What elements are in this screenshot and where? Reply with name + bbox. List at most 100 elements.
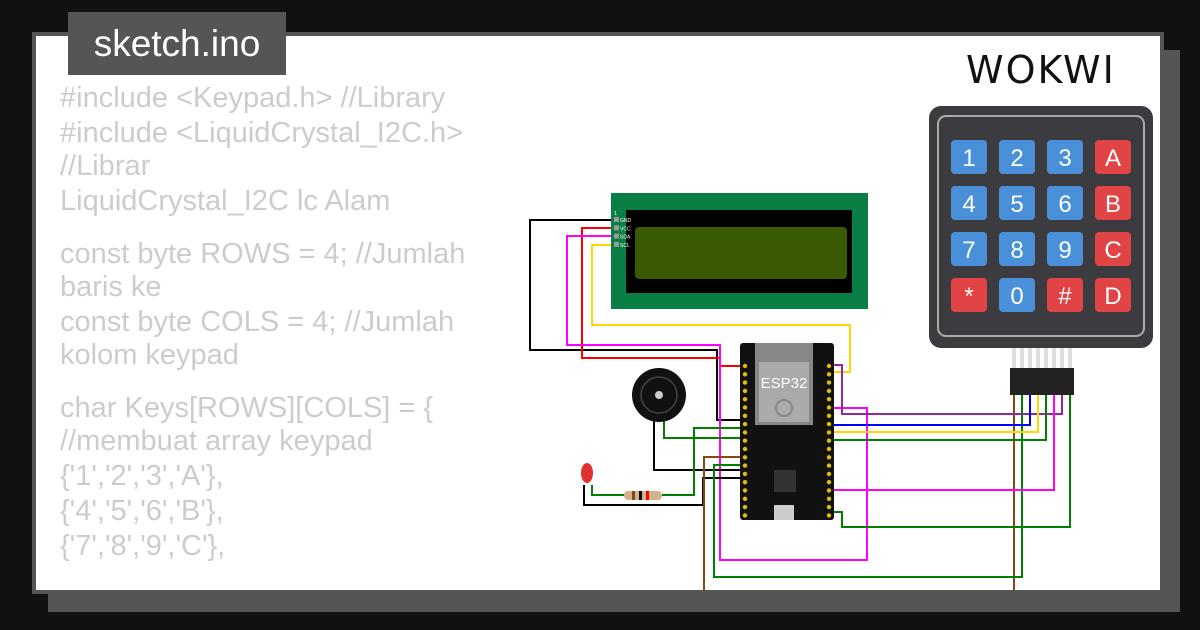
esp32-pin [742, 421, 748, 427]
lcd-pin-label: VCC [620, 226, 631, 232]
keypad-key-label: 3 [1058, 145, 1071, 172]
resistor-band [646, 491, 649, 500]
keypad-key-label: C [1104, 237, 1121, 264]
esp32-pin [742, 363, 748, 369]
lcd-pin1-label: 1 [614, 211, 617, 217]
keypad-key [1047, 140, 1083, 174]
resistor-band [639, 491, 642, 500]
buzzer-center [655, 391, 663, 399]
wire [829, 395, 1071, 528]
keypad-key [999, 278, 1035, 312]
wire [591, 244, 851, 373]
keypad-key [999, 186, 1035, 220]
esp32-chip [774, 470, 796, 492]
esp32-pin [826, 488, 832, 493]
esp32-pin [742, 405, 748, 410]
code-line: #include <Keypad.h> //Library [60, 82, 446, 114]
keypad-key [951, 186, 987, 220]
keypad-key-label: 1 [962, 145, 975, 172]
esp32-pin [826, 463, 832, 468]
esp32-pin [742, 438, 748, 443]
keypad-key [1095, 232, 1131, 266]
code-line: #include <LiquidCrystal_I2C.h> //Librar [60, 117, 464, 182]
keypad-key-label: 4 [962, 191, 975, 218]
wire [829, 395, 1047, 441]
code-line: const byte COLS = 4; //Jumlah kolom keyp… [60, 306, 455, 371]
keypad-header [1010, 368, 1074, 395]
wire [829, 364, 1063, 415]
esp32-pin [826, 430, 832, 435]
keypad-ribbon-pin [1020, 348, 1024, 370]
esp32-pin [826, 480, 832, 485]
keypad-key-label: 8 [1010, 237, 1023, 264]
esp32-pin [742, 471, 748, 477]
keypad-key [999, 232, 1035, 266]
wire [829, 395, 1031, 426]
esp32-pin [742, 446, 748, 452]
keypad-key-label: 9 [1058, 237, 1071, 264]
usb-port-icon [774, 505, 794, 520]
wire [529, 219, 745, 421]
esp32-pin [826, 397, 832, 402]
esp32-pin [826, 455, 832, 460]
wire [581, 227, 745, 367]
esp32-pin [742, 413, 748, 418]
keypad-key-label: 5 [1010, 191, 1023, 218]
keypad-key [951, 140, 987, 174]
esp32-pin [742, 380, 748, 385]
resistor-band [632, 491, 635, 500]
file-tab[interactable]: sketch.ino [68, 12, 286, 75]
keypad-key-label: 7 [962, 237, 975, 264]
keypad-ribbon-pin [1012, 348, 1016, 370]
keypad-key [951, 278, 987, 312]
keypad-key [999, 140, 1035, 174]
keypad-ribbon-pin [1052, 348, 1056, 370]
lcd-pin [614, 241, 619, 247]
wire [662, 427, 745, 496]
keypad-key-label: A [1105, 145, 1121, 172]
code-line: char Keys[ROWS][COLS] = { //membuat arra… [60, 392, 434, 457]
keypad-key [1095, 186, 1131, 220]
esp32-pin [826, 363, 832, 369]
esp32-pin [742, 496, 748, 501]
keypad-key-label: 6 [1058, 191, 1071, 218]
resistor [624, 491, 662, 500]
code-line: {'1','2','3','A'}, [60, 460, 224, 492]
esp32-pin [742, 480, 748, 485]
esp32-pin [742, 488, 748, 493]
esp32-pin [742, 430, 748, 435]
esp32-pin [742, 513, 748, 518]
esp32-pin [826, 496, 832, 501]
lcd-screen [635, 227, 847, 279]
esp32-pin [826, 438, 832, 443]
wire [829, 395, 1039, 433]
keypad-ribbon-pin [1068, 348, 1072, 370]
code-line: {'7','8','9','C'}, [60, 530, 226, 562]
lcd-pin [614, 225, 619, 231]
lcd-pin-label: SDA [620, 235, 631, 241]
wire [829, 395, 1055, 491]
esp32-board: ESP32 [740, 343, 834, 520]
esp32-pin [742, 463, 748, 468]
esp32-pin [826, 380, 832, 385]
esp32-pin [826, 513, 832, 518]
keypad-key-label: D [1104, 283, 1121, 310]
keypad-key-label: 0 [1010, 283, 1023, 310]
esp32-pin [826, 446, 832, 452]
esp32-pin [742, 455, 748, 460]
keypad-key [1095, 140, 1131, 174]
wire [591, 485, 624, 496]
esp32-pin [826, 504, 832, 510]
espressif-logo-icon [775, 399, 793, 417]
preview-panel: #include <Keypad.h> //Library#include <L… [32, 32, 1164, 594]
esp32-shield [759, 362, 809, 422]
red-led [581, 463, 593, 483]
keypad-key-label: 2 [1010, 145, 1023, 172]
keypad-key-label: B [1105, 191, 1121, 218]
buzzer-ring [640, 376, 678, 414]
wire [663, 420, 745, 439]
esp32-pin [742, 397, 748, 402]
code-line: LiquidCrystal_I2C lc Alam [60, 185, 391, 217]
